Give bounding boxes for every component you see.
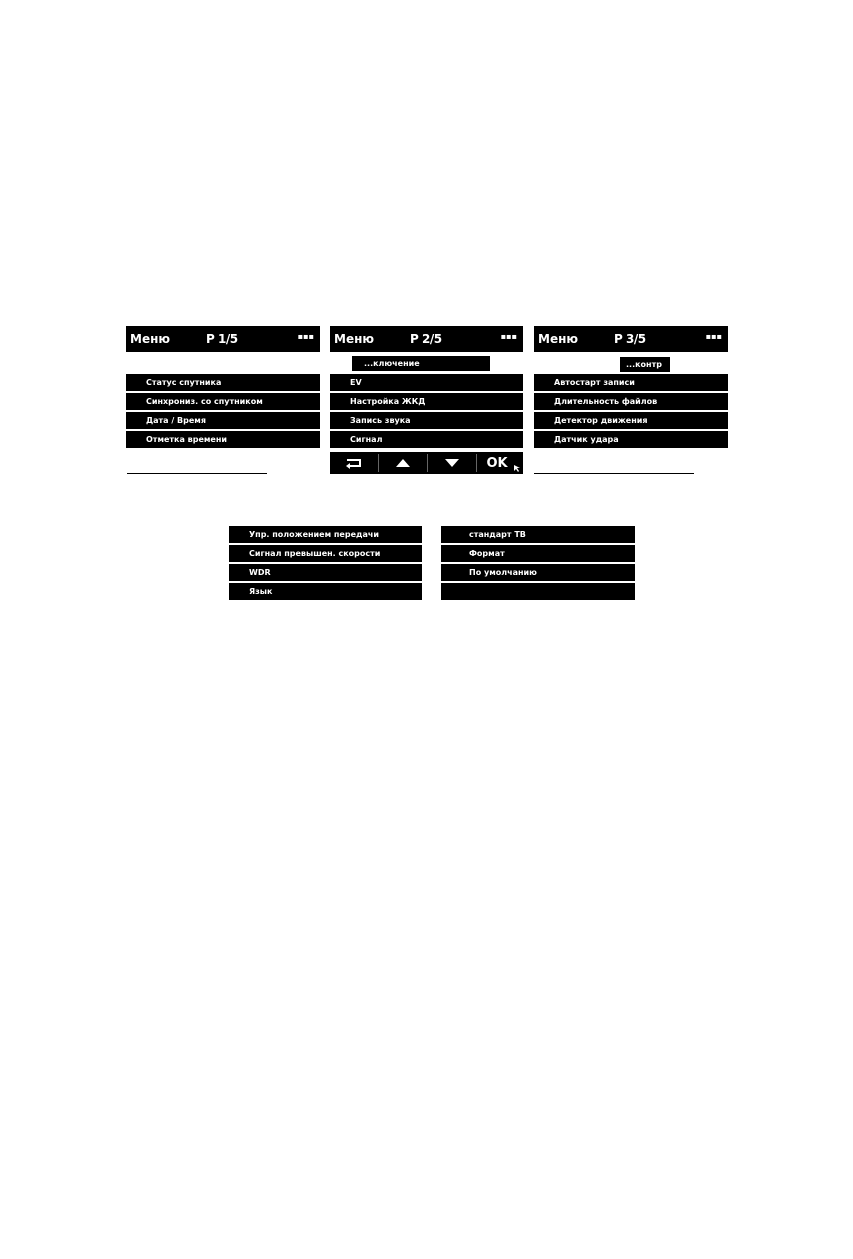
return-arrow-icon <box>346 459 361 469</box>
menu-item-speed-warning[interactable]: Сигнал превышен. скорости <box>229 545 422 562</box>
menu-item-ev[interactable]: EV <box>330 374 523 391</box>
signal-icon: ▪▪▪ <box>297 332 314 341</box>
menu-item-wdr[interactable]: WDR <box>229 564 422 581</box>
page-indicator: P 2/5 <box>410 332 442 346</box>
menu-title: Меню <box>538 332 579 346</box>
menu-item-motion-detector[interactable]: Детектор движения <box>534 412 728 429</box>
section-title: ...контр <box>620 357 670 372</box>
menu-item-default[interactable]: По умолчанию <box>441 564 635 581</box>
menu-screen-page-2: Меню P 2/5 ▪▪▪ ...ключение EV Настройка … <box>330 326 523 474</box>
page-indicator: P 3/5 <box>614 332 646 346</box>
menu-screen-page-3: Меню P 3/5 ▪▪▪ ...контр Автостарт записи… <box>534 326 728 476</box>
nav-divider <box>476 454 477 472</box>
menu-item-date-time[interactable]: Дата / Время <box>126 412 320 429</box>
menu-item-language[interactable]: Язык <box>229 583 422 600</box>
cursor-icon <box>514 465 520 472</box>
menu-title: Меню <box>334 332 375 346</box>
menu-item-lcd-settings[interactable]: Настройка ЖКД <box>330 393 523 410</box>
page-indicator: P 1/5 <box>206 332 238 346</box>
menu-screen-page-1: Меню P 1/5 ▪▪▪ Статус спутника Синхрониз… <box>126 326 320 476</box>
settings-list-page-4: Упр. положением передачи Сигнал превышен… <box>229 526 422 602</box>
signal-icon: ▪▪▪ <box>705 332 722 341</box>
screen-header: Меню P 2/5 ▪▪▪ <box>330 326 523 352</box>
divider-line <box>534 473 694 474</box>
menu-item-shock-sensor[interactable]: Датчик удара <box>534 431 728 448</box>
nav-divider <box>427 454 428 472</box>
screen-header: Меню P 3/5 ▪▪▪ <box>534 326 728 352</box>
divider-line <box>127 473 267 474</box>
navigation-bar: OK <box>330 452 523 474</box>
section-title: ...ключение <box>352 356 490 371</box>
screen-header: Меню P 1/5 ▪▪▪ <box>126 326 320 352</box>
menu-item-tv-standard[interactable]: стандарт ТВ <box>441 526 635 543</box>
menu-item-satellite-sync[interactable]: Синхрониз. со спутником <box>126 393 320 410</box>
menu-item-beep[interactable]: Сигнал <box>330 431 523 448</box>
menu-item-format[interactable]: Формат <box>441 545 635 562</box>
menu-item-empty <box>441 583 635 600</box>
up-triangle-icon <box>396 459 410 467</box>
menu-item-timestamp[interactable]: Отметка времени <box>126 431 320 448</box>
menu-item-file-duration[interactable]: Длительность файлов <box>534 393 728 410</box>
settings-list-page-5: стандарт ТВ Формат По умолчанию <box>441 526 635 602</box>
back-button[interactable] <box>330 452 378 474</box>
down-triangle-icon <box>445 459 459 467</box>
menu-item-gear-control[interactable]: Упр. положением передачи <box>229 526 422 543</box>
signal-icon: ▪▪▪ <box>500 332 517 341</box>
menu-item-audio-recording[interactable]: Запись звука <box>330 412 523 429</box>
menu-title: Меню <box>130 332 171 346</box>
menu-item-satellite-status[interactable]: Статус спутника <box>126 374 320 391</box>
nav-divider <box>378 454 379 472</box>
down-button[interactable] <box>428 452 476 474</box>
up-button[interactable] <box>379 452 427 474</box>
menu-item-auto-record[interactable]: Автостарт записи <box>534 374 728 391</box>
ok-button[interactable]: OK <box>486 455 508 471</box>
